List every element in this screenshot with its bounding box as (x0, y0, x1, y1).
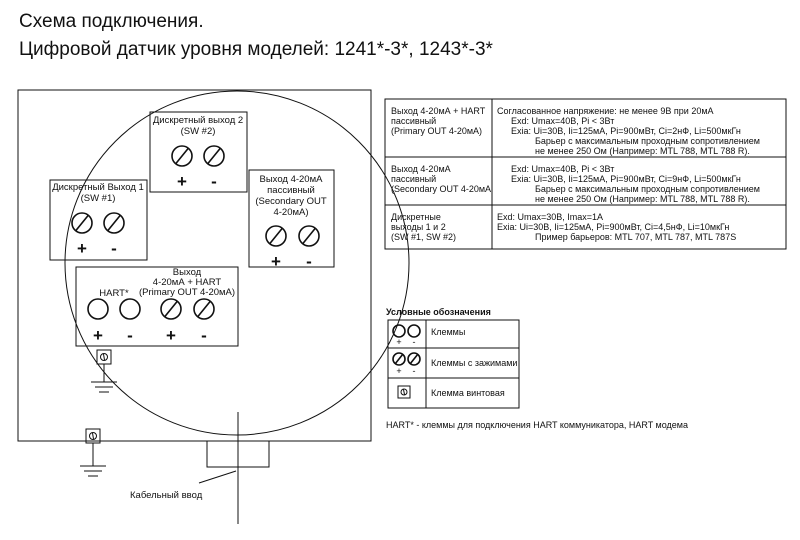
legend-minus-sign-2: - (413, 366, 416, 376)
hart-label: HART* (99, 288, 129, 299)
spec-row-1-name-1: Выход 4-20мА + HART (391, 106, 486, 116)
primary-label-1: Выход (173, 267, 202, 278)
spec-row-1-name-3: (Primary OUT 4-20мА) (391, 126, 482, 136)
spec-row-3-name-1: Дискретные (391, 212, 441, 222)
housing-circle (64, 90, 410, 436)
spec-row-3-name-2: выходы 1 и 2 (391, 222, 446, 232)
sw1-box (49, 179, 148, 261)
spec-table: Выход 4-20мА + HART пассивный (Primary O… (384, 98, 787, 250)
spec-row-3-name-3: (SW #1, SW #2) (391, 232, 456, 242)
hart-footnote: HART* - клеммы для подключения HART комм… (386, 420, 688, 430)
secondary-box (248, 169, 335, 268)
sw2-box (149, 111, 248, 193)
terminal-block-primary-out: HART* Выход 4-20мА + HART (Primary OUT 4… (75, 266, 239, 347)
clamp-terminal-icon (160, 298, 182, 320)
legend-item-screw-terminal: Клемма винтовая (431, 388, 505, 398)
primary-label-2: 4-20мА + HART (153, 277, 222, 288)
primary-sign-3: + (166, 326, 176, 345)
sw2-minus-sign: - (211, 172, 217, 191)
clamp-terminal-icon (392, 352, 406, 366)
spec-row-3-spec-2: Exia: Ui=30В, Ii=125мА, Pi=900мВт, Ci=4,… (497, 222, 729, 232)
spec-row-3-spec-1: Exd: Umax=30В, Imax=1A (497, 212, 603, 222)
primary-label-3: (Primary OUT 4-20мА) (139, 287, 235, 298)
secondary-minus-sign: - (306, 252, 312, 271)
cable-entry-leader (198, 470, 237, 484)
legend-title: Условные обозначения (386, 307, 491, 317)
sw2-plus-sign: + (177, 172, 187, 191)
clamp-terminal-icon (203, 145, 225, 167)
legend: Условные обозначения + - Клеммы + - Клем… (386, 307, 520, 409)
hart-terminal-icon (87, 298, 109, 320)
diagram-title-line-2: Цифровой датчик уровня моделей: 1241*-3*… (19, 39, 494, 60)
clamp-terminal-icon (193, 298, 215, 320)
legend-item-clamp-terminals: Клеммы с зажимами (431, 358, 517, 368)
terminal-icon (392, 324, 406, 338)
terminal-block-secondary-out: Выход 4-20мА пассивный (Secondary OUT 4-… (248, 169, 335, 271)
secondary-plus-sign: + (271, 252, 281, 271)
diagram-title-line-1: Схема подключения. (19, 11, 204, 32)
spec-row-2-spec-4: не менее 250 Ом (Например: MTL 788, MTL … (535, 194, 750, 204)
legend-minus-sign: - (413, 337, 416, 347)
legend-item-terminals: Клеммы (431, 327, 465, 337)
sw1-minus-sign: - (111, 239, 117, 258)
spec-row-1-spec-4: Барьер с максимальным проходным сопротив… (535, 136, 760, 146)
primary-box (75, 266, 239, 347)
sw1-label-1: Дискретный Выход 1 (52, 182, 144, 193)
spec-row-2-spec-2: Exia: Ui=30В, Ii=125мА, Pi=900мВт, Ci=9н… (511, 174, 741, 184)
spec-row-2-spec-3: Барьер с максимальным проходным сопротив… (535, 184, 760, 194)
spec-row-1-spec-1: Согласованное напряжение: не менее 9В пр… (497, 106, 714, 116)
terminal-block-sw1: Дискретный Выход 1 (SW #1) + - (49, 179, 148, 261)
terminal-block-sw2: Дискретный выход 2 (SW #2) + - (149, 111, 248, 193)
hart-terminal-icon (119, 298, 141, 320)
spec-row-2-name-2: пассивный (391, 174, 436, 184)
secondary-label-1: Выход 4-20мА (260, 174, 324, 185)
cable-entry: Кабельный ввод (130, 412, 270, 524)
clamp-terminal-icon (298, 225, 320, 247)
spec-row-2-spec-1: Exd: Umax=40В, Pi < 3Вт (511, 164, 614, 174)
terminal-icon (407, 324, 421, 338)
screw-terminal-icon (397, 385, 411, 399)
clamp-terminal-icon (103, 212, 125, 234)
secondary-label-4: 4-20мА) (273, 207, 308, 218)
sw1-label-2: (SW #1) (81, 193, 116, 204)
sw2-label-1: Дискретный выход 2 (153, 115, 243, 126)
legend-plus-sign-2: + (396, 366, 401, 376)
sensor-housing (17, 89, 410, 442)
sw1-plus-sign: + (77, 239, 87, 258)
spec-row-1-spec-5: не менее 250 Ом (Например: MTL 788, MTL … (535, 146, 750, 156)
spec-row-3-spec-3: Пример барьеров: MTL 707, MTL 787, MTL 7… (535, 232, 736, 242)
secondary-label-3: (Secondary OUT (255, 196, 326, 207)
spec-row-1-spec-2: Exd: Umax=40В, Pi < 3Вт (511, 116, 614, 126)
sw2-label-2: (SW #2) (181, 126, 216, 137)
spec-row-2-name-3: (Secondary OUT 4-20мА (391, 184, 491, 194)
external-ground (80, 428, 106, 477)
clamp-terminal-icon (265, 225, 287, 247)
spec-row-2-name-1: Выход 4-20мА (391, 164, 451, 174)
secondary-label-2: пассивный (267, 185, 315, 196)
legend-plus-sign: + (396, 337, 401, 347)
clamp-terminal-icon (171, 145, 193, 167)
spec-row-1-name-2: пассивный (391, 116, 436, 126)
clamp-terminal-icon (71, 212, 93, 234)
primary-sign-4: - (201, 326, 207, 345)
spec-row-1-spec-3: Exia: Ui=30В, Ii=125мА, Pi=900мВт, Ci=2н… (511, 126, 741, 136)
housing-frame (17, 89, 372, 442)
primary-sign-1: + (93, 326, 103, 345)
clamp-terminal-icon (407, 352, 421, 366)
cable-entry-label: Кабельный ввод (130, 490, 203, 501)
internal-ground (91, 349, 117, 393)
primary-sign-2: - (127, 326, 133, 345)
